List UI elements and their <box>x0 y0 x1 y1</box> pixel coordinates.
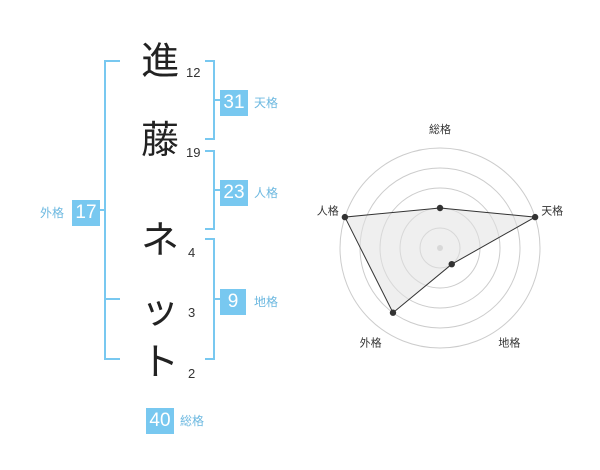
chikaku-label: 地格 <box>254 295 279 309</box>
tenkaku-label: 天格 <box>254 96 279 110</box>
name-char-5: ト <box>140 340 179 384</box>
radar-axis-label-4: 外格 <box>360 336 382 350</box>
name-char-3: ネ <box>140 218 179 262</box>
soukaku-badge: 40 <box>146 408 174 434</box>
name-char-2: 藤 <box>140 118 179 162</box>
gaikaku-label: 外格 <box>40 206 65 220</box>
gaikaku-bracket-divider <box>104 298 120 300</box>
name-char-4: ッ <box>140 288 179 332</box>
stroke-count-3: 4 <box>188 245 196 260</box>
chikaku-bracket-tick <box>215 298 220 300</box>
radar-point-5 <box>341 213 349 221</box>
jinkaku-label: 人格 <box>254 186 279 200</box>
radar-axis-label-3: 地格 <box>498 336 520 350</box>
radar-axis-label-1: 総格 <box>429 122 451 136</box>
tenkaku-badge: 31 <box>220 90 248 116</box>
name-char-1: 進 <box>140 39 179 83</box>
stroke-count-2: 19 <box>186 145 201 160</box>
chikaku-bracket <box>205 238 215 360</box>
gaikaku-badge: 17 <box>72 200 100 226</box>
tenkaku-bracket <box>205 60 215 140</box>
radar-axis-label-2: 天格 <box>541 204 563 218</box>
jinkaku-bracket <box>205 150 215 230</box>
jinkaku-bracket-tick <box>215 189 220 191</box>
radar-point-4 <box>389 309 397 316</box>
stroke-count-4: 3 <box>188 305 196 320</box>
tenkaku-bracket-tick <box>215 99 220 101</box>
radar-point-2 <box>531 213 539 221</box>
radar-axis-label-5: 人格 <box>317 204 339 218</box>
radar-point-1 <box>436 204 444 212</box>
soukaku-label: 総格 <box>180 414 205 428</box>
chikaku-badge: 9 <box>220 289 246 315</box>
radar-point-3 <box>448 260 455 268</box>
gaikaku-bracket-tick <box>99 209 104 211</box>
jinkaku-badge: 23 <box>220 180 248 206</box>
stroke-count-1: 12 <box>186 65 201 80</box>
radar-grid-ring <box>339 147 541 349</box>
stroke-count-5: 2 <box>188 366 196 381</box>
gaikaku-bracket <box>104 60 120 360</box>
radar-value-polygon <box>344 207 537 314</box>
